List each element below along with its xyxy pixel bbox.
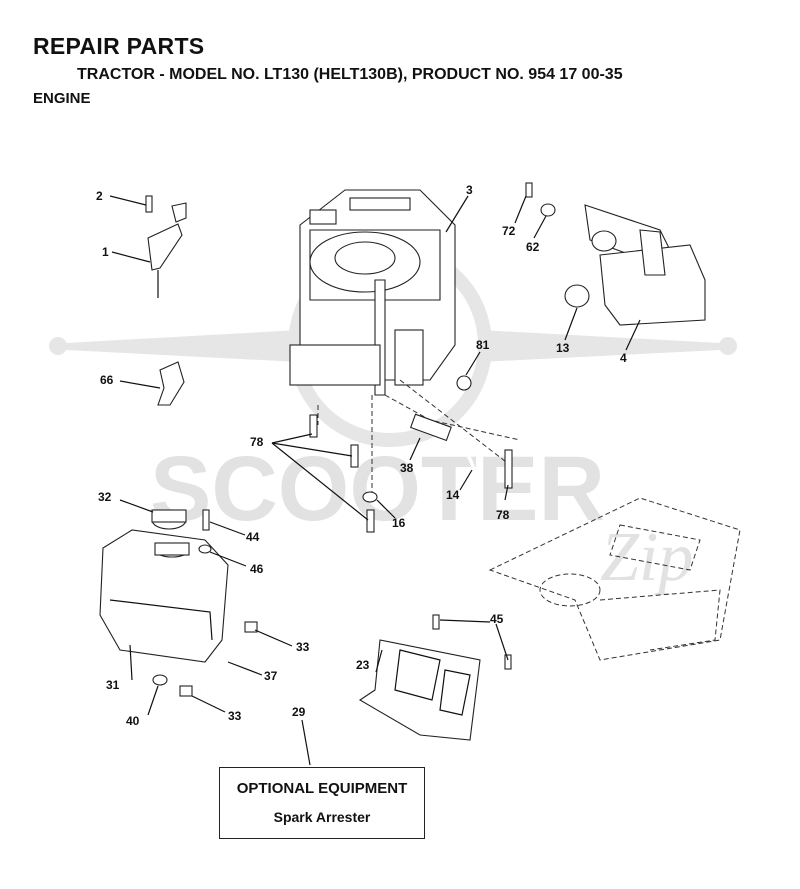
callout-14: 14	[446, 488, 460, 502]
callout-72: 72	[502, 224, 516, 238]
callout-2: 2	[96, 189, 103, 203]
callout-37: 37	[264, 669, 278, 683]
callout-23: 23	[356, 658, 370, 672]
section-label: ENGINE	[33, 90, 91, 107]
callout-78b: 78	[496, 508, 510, 522]
optional-equipment-item: Spark Arrester	[273, 809, 371, 825]
watermark-text: SCOOTER	[150, 438, 605, 540]
callout-labels: 2 1 66 3 72 62 13 4 81 78 38 14 78 16 32…	[96, 183, 627, 728]
callout-62: 62	[526, 240, 540, 254]
callout-45: 45	[490, 612, 504, 626]
callout-38: 38	[400, 461, 414, 475]
fasteners	[309, 375, 513, 533]
engine-part	[289, 189, 456, 396]
callout-33b: 33	[228, 709, 242, 723]
callout-4: 4	[620, 351, 627, 365]
callout-78a: 78	[250, 435, 264, 449]
callout-1: 1	[102, 245, 109, 259]
callout-29: 29	[292, 705, 306, 719]
page-subtitle: TRACTOR - MODEL NO. LT130 (HELT130B), PR…	[77, 66, 623, 83]
callout-81: 81	[476, 338, 490, 352]
callout-44: 44	[246, 530, 260, 544]
optional-equipment-title: OPTIONAL EQUIPMENT	[236, 780, 408, 797]
throttle-control-part	[145, 195, 187, 298]
leader-lines	[109, 195, 641, 766]
callout-33a: 33	[296, 640, 310, 654]
callout-46: 46	[250, 562, 264, 576]
fuel-filter-part	[409, 413, 480, 516]
muffler-part	[525, 182, 706, 326]
heat-shield-part	[358, 639, 481, 741]
callout-40: 40	[126, 714, 140, 728]
bracket-part-66	[157, 361, 185, 406]
page-title: REPAIR PARTS	[33, 33, 205, 59]
callout-66: 66	[100, 373, 114, 387]
callout-3: 3	[466, 183, 473, 197]
callout-32: 32	[98, 490, 112, 504]
watermark-script: Zip	[600, 519, 693, 596]
fuel-tank-part	[99, 509, 258, 697]
callout-16: 16	[392, 516, 406, 530]
optional-equipment-box: OPTIONAL EQUIPMENT Spark Arrester	[219, 767, 425, 839]
callout-13: 13	[556, 341, 570, 355]
callout-31: 31	[106, 678, 120, 692]
frame-part	[488, 497, 741, 661]
